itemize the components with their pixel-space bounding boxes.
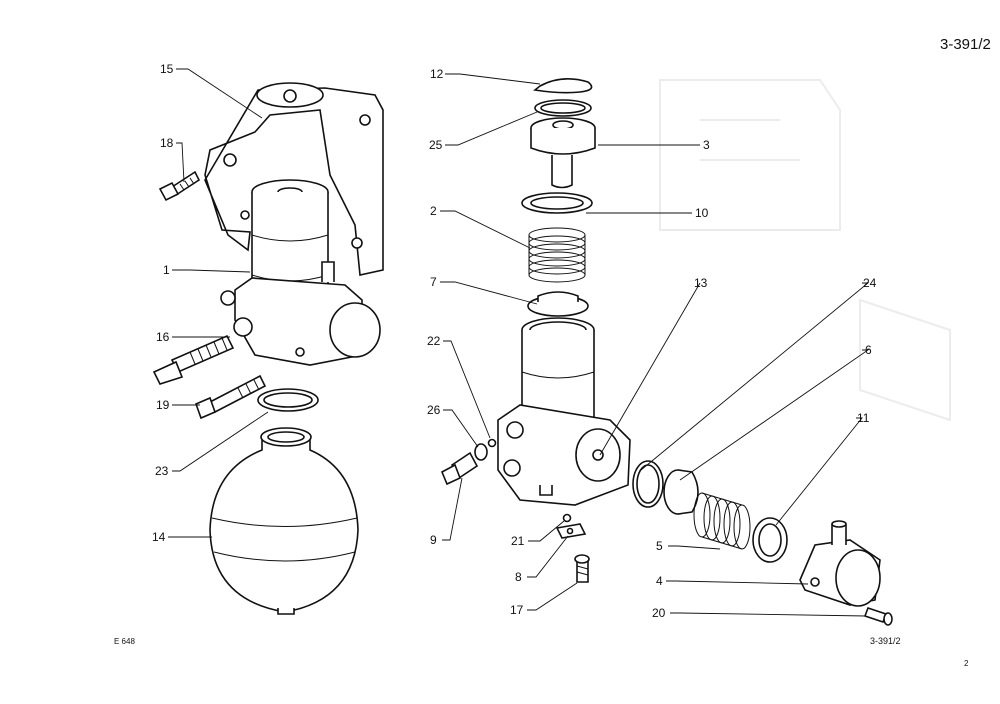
callout-3: 3 xyxy=(703,138,710,152)
part-11-washer xyxy=(752,517,788,563)
part-1-body xyxy=(220,179,381,366)
part-10-washer xyxy=(521,192,593,214)
part-8-clip xyxy=(555,523,587,539)
callout-6: 6 xyxy=(865,343,872,357)
callout-26: 26 xyxy=(427,403,441,417)
sheet-id: 3-391/2 xyxy=(940,36,991,53)
callout-19: 19 xyxy=(156,398,170,412)
callout-21: 21 xyxy=(511,534,525,548)
callout-4: 4 xyxy=(656,574,663,588)
callout-14: 14 xyxy=(152,530,166,544)
part-12-circlip xyxy=(533,78,593,94)
callout-23: 23 xyxy=(155,464,169,478)
part-5-spring xyxy=(693,492,751,550)
part-3-cap xyxy=(530,117,596,189)
part-20-screw xyxy=(863,606,893,626)
callout-9: 9 xyxy=(430,533,437,547)
part-17-screw xyxy=(574,554,590,583)
part-25-ring xyxy=(534,99,592,117)
part-2-spring xyxy=(528,227,586,283)
callout-22: 22 xyxy=(427,334,441,348)
callout-12: 12 xyxy=(430,67,444,81)
part-22-ball xyxy=(487,438,497,448)
callout-13: 13 xyxy=(694,276,708,290)
part-21-ball xyxy=(562,513,572,523)
callout-5: 5 xyxy=(656,539,663,553)
drawing-reference: E 648 xyxy=(114,637,135,646)
part-14-sphere xyxy=(209,427,359,615)
callout-1: 1 xyxy=(163,263,170,277)
part-6-cup xyxy=(663,469,699,515)
bleed-through-ghost xyxy=(659,79,951,422)
callout-17: 17 xyxy=(510,603,524,617)
callout-18: 18 xyxy=(160,136,174,150)
part-7-cup xyxy=(527,291,589,317)
part-23-seal xyxy=(257,388,319,412)
part-9-screw xyxy=(440,451,479,486)
part-26-washer xyxy=(474,443,488,461)
callout-24: 24 xyxy=(863,276,877,290)
callout-labels: 15 18 1 16 19 23 14 12 25 3 2 10 7 13 24… xyxy=(152,62,877,620)
page-number: 2 xyxy=(964,659,969,668)
callout-7: 7 xyxy=(430,275,437,289)
part-main-body xyxy=(497,317,631,506)
part-18-bolt xyxy=(158,170,201,202)
callout-25: 25 xyxy=(429,138,443,152)
leader-lines xyxy=(168,68,870,617)
callout-15: 15 xyxy=(160,62,174,76)
sheet-id-small: 3-391/2 xyxy=(870,636,901,646)
part-15-bracket xyxy=(204,82,384,276)
part-19-bolt xyxy=(194,374,267,420)
part-24-oring xyxy=(632,460,664,508)
callout-11: 11 xyxy=(857,411,870,425)
callout-8: 8 xyxy=(515,570,522,584)
callout-16: 16 xyxy=(156,330,170,344)
part-4-cover xyxy=(799,520,881,607)
callout-10: 10 xyxy=(695,206,709,220)
part-16-stud xyxy=(152,334,235,385)
callout-20: 20 xyxy=(652,606,666,620)
callout-2: 2 xyxy=(430,204,437,218)
